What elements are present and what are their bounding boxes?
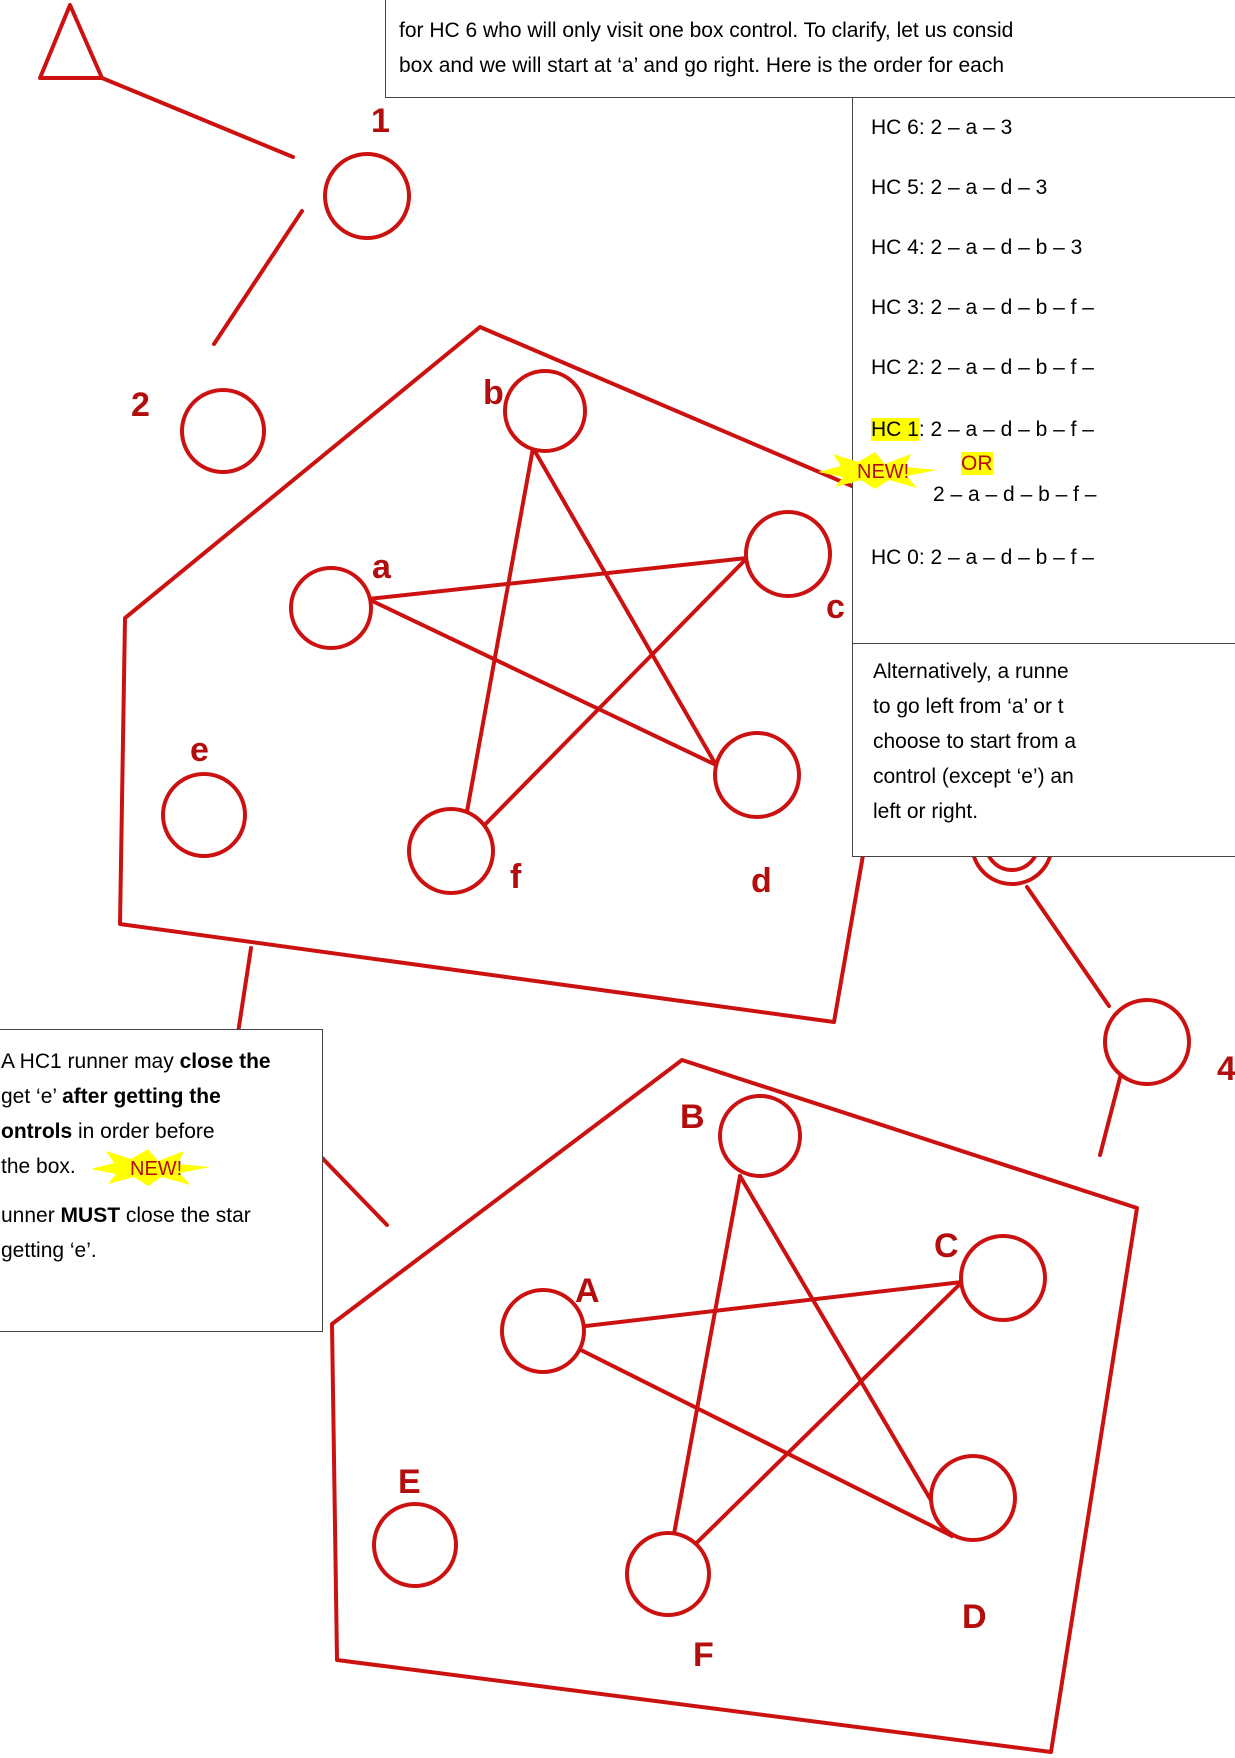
alternatively-note: Alternatively, a runne to go left from ‘… bbox=[853, 643, 1235, 829]
control-label-E: E bbox=[398, 1463, 421, 1501]
control-label-1: 1 bbox=[371, 102, 390, 140]
leg-start-1 bbox=[100, 76, 295, 159]
star-line-A-C bbox=[541, 1280, 964, 1333]
order-row-hc6: HC 6: 2 – a – 3 bbox=[871, 116, 1013, 139]
instructions-box: for HC 6 who will only visit one box con… bbox=[385, 0, 1235, 98]
or-label: OR bbox=[961, 452, 993, 475]
control-circle-D bbox=[929, 1454, 1017, 1542]
rule-line-5: unner MUST close the star bbox=[1, 1204, 251, 1227]
star-line-a-c bbox=[366, 556, 749, 601]
order-row-hc4: HC 4: 2 – a – d – b – 3 bbox=[871, 236, 1083, 259]
start-triangle bbox=[38, 3, 104, 80]
hc1-rule-box: A HC1 runner may close the get ‘e’ after… bbox=[0, 1029, 323, 1332]
star-line-B-F bbox=[665, 1174, 742, 1574]
new-badge-text: NEW! bbox=[857, 461, 909, 483]
control-circle-e bbox=[161, 772, 247, 858]
rule-line-2: get ‘e’ after getting the bbox=[1, 1085, 221, 1108]
control-label-C: C bbox=[934, 1227, 959, 1265]
leg-4-box2 bbox=[1098, 1068, 1124, 1157]
control-label-4: 4 bbox=[1217, 1050, 1235, 1088]
control-circle-c bbox=[744, 510, 832, 598]
control-circle-2 bbox=[180, 388, 266, 474]
control-label-b: b bbox=[483, 374, 504, 412]
new-badge-text: NEW! bbox=[130, 1158, 182, 1180]
order-row-hc2: HC 2: 2 – a – d – b – f – bbox=[871, 356, 1094, 379]
rule-line-1: A HC1 runner may close the bbox=[1, 1050, 271, 1073]
leg-1-2 bbox=[212, 209, 304, 346]
alternatively-line-1: Alternatively, a runne bbox=[873, 660, 1069, 683]
control-label-a: a bbox=[372, 548, 392, 586]
star-line-c-f bbox=[458, 556, 749, 852]
control-label-f: f bbox=[510, 858, 522, 896]
control-circle-A bbox=[500, 1288, 586, 1374]
control-box-upper bbox=[118, 325, 924, 1024]
alternatively-line-5: left or right. bbox=[873, 800, 979, 823]
control-circle-4 bbox=[1103, 998, 1191, 1086]
alternatively-line-3: choose to start from a bbox=[873, 730, 1077, 753]
control-circle-a bbox=[289, 566, 373, 650]
control-label-A: A bbox=[575, 1272, 600, 1310]
new-badge-starburst: NEW! bbox=[818, 452, 937, 489]
control-circle-d bbox=[713, 731, 801, 819]
course-order-box: HC 6: 2 – a – 3 HC 5: 2 – a – d – 3 HC 4… bbox=[818, 97, 1235, 857]
control-circle-1 bbox=[323, 152, 411, 240]
order-row-hc0: HC 0: 2 – a – d – b – f – bbox=[871, 546, 1094, 569]
star-line-C-F bbox=[665, 1280, 964, 1574]
star-line-a-d bbox=[366, 597, 718, 767]
control-circle-b bbox=[503, 369, 587, 453]
control-label-e: e bbox=[190, 731, 209, 769]
control-label-F: F bbox=[693, 1636, 714, 1674]
control-circle-F bbox=[625, 1531, 711, 1617]
leg-box1-3 bbox=[236, 946, 253, 1035]
control-label-B: B bbox=[680, 1098, 705, 1136]
control-label-d: d bbox=[751, 862, 772, 900]
control-label-D: D bbox=[962, 1598, 987, 1636]
control-circle-f bbox=[407, 807, 495, 895]
control-box-lower bbox=[330, 1058, 1139, 1754]
order-row-hc1: HC 1: 2 – a – d – b – f – bbox=[871, 418, 1094, 441]
order-row-hc3: HC 3: 2 – a – d – b – f – bbox=[871, 296, 1094, 319]
new-badge-starburst: NEW! bbox=[91, 1149, 210, 1186]
order-row-hc1-alternative: 2 – a – d – b – f – bbox=[933, 483, 1097, 506]
order-row-hc5: HC 5: 2 – a – d – 3 bbox=[871, 176, 1048, 199]
control-label-2: 2 bbox=[131, 386, 150, 424]
star-line-B-D bbox=[738, 1174, 954, 1538]
rule-line-3: ontrols in order before bbox=[1, 1120, 215, 1143]
leg-finish-4 bbox=[1025, 885, 1111, 1008]
rule-line-6: getting ‘e’. bbox=[1, 1239, 97, 1262]
star-line-b-d bbox=[531, 446, 718, 767]
rule-line-4: the box. NEW! bbox=[1, 1149, 322, 1186]
instructions-line-2: box and we will start at ‘a’ and go righ… bbox=[399, 54, 1005, 77]
alternatively-line-2: to go left from ‘a’ or t bbox=[873, 695, 1064, 718]
control-label-c: c bbox=[826, 588, 845, 626]
star-line-A-D bbox=[541, 1329, 954, 1538]
star-line-b-f bbox=[458, 446, 535, 852]
instructions-line-1: for HC 6 who will only visit one box con… bbox=[399, 19, 1014, 42]
alternatively-line-4: control (except ‘e’) an bbox=[873, 765, 1074, 788]
control-circle-E bbox=[372, 1502, 458, 1588]
control-circle-C bbox=[959, 1234, 1047, 1322]
control-circle-B bbox=[718, 1094, 802, 1178]
